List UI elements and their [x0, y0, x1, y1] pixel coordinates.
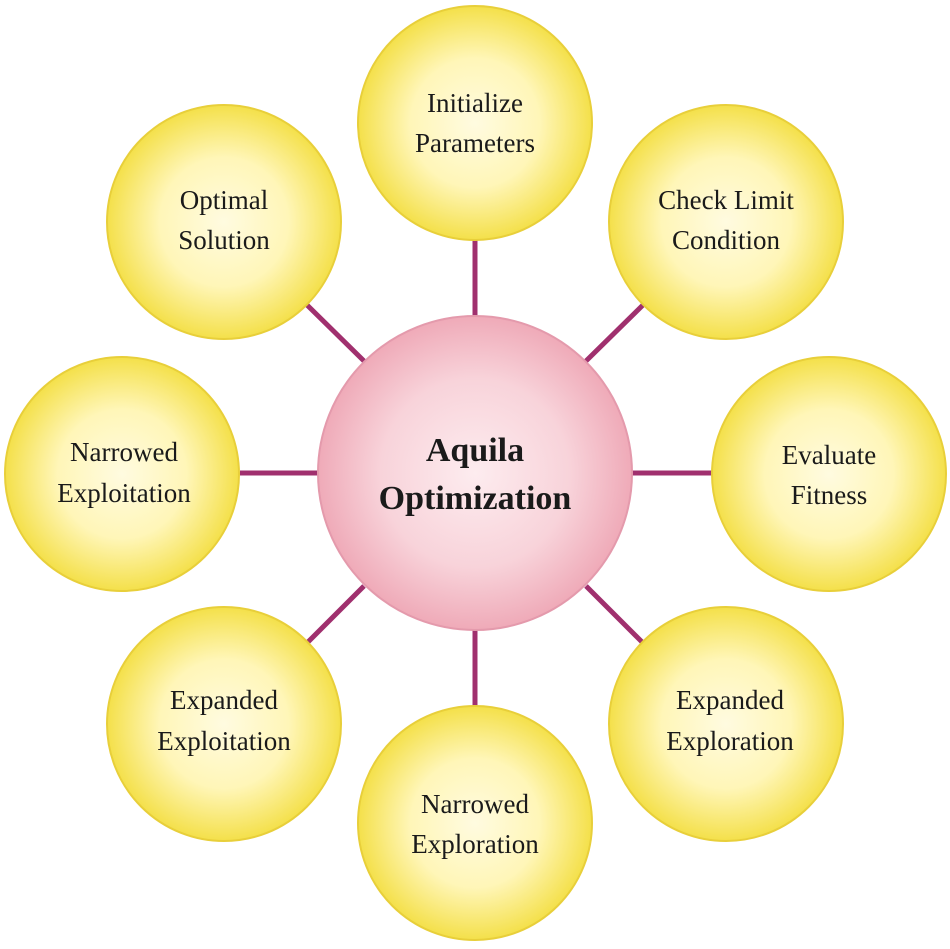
- hub-label-line1: Aquila: [426, 432, 524, 469]
- node-label-line2: Exploitation: [57, 478, 191, 508]
- node-label-line1: Evaluate: [782, 440, 876, 470]
- node-label-line1: Check Limit: [658, 185, 794, 215]
- hub-aquila-optimization: Aquila Optimization: [317, 315, 633, 631]
- node-label-line2: Exploitation: [157, 726, 291, 756]
- node-label-line1: Expanded: [676, 685, 784, 715]
- node-label-line2: Parameters: [415, 128, 535, 158]
- node-expanded-exploitation: Expanded Exploitation: [106, 606, 342, 842]
- connector-expanded-exploitation: [303, 584, 366, 647]
- connectors: [240, 240, 712, 706]
- node-label-line1: Optimal: [180, 185, 269, 215]
- node-optimal-solution: Optimal Solution: [106, 104, 342, 340]
- node-label-line2: Exploration: [411, 829, 539, 859]
- connector-optimal-solution: [303, 301, 366, 363]
- node-expanded-exploration: Expanded Exploration: [608, 606, 844, 842]
- node-label-line2: Fitness: [791, 480, 868, 510]
- node-label-line1: Initialize: [427, 88, 523, 118]
- node-label-line2: Exploration: [666, 726, 794, 756]
- node-label-line2: Solution: [178, 225, 270, 255]
- node-evaluate-fitness: Evaluate Fitness: [711, 356, 947, 592]
- node-label-line2: Condition: [672, 225, 781, 255]
- connector-expanded-exploration: [584, 584, 647, 647]
- node-label-line1: Expanded: [170, 685, 278, 715]
- node-label-line1: Narrowed: [421, 789, 529, 819]
- node-check-limit-condition: Check Limit Condition: [608, 104, 844, 340]
- connector-check-limit-condition: [584, 301, 647, 363]
- node-label-line1: Narrowed: [70, 437, 178, 467]
- node-narrowed-exploitation: Narrowed Exploitation: [4, 356, 240, 592]
- node-narrowed-exploration: Narrowed Exploration: [357, 705, 593, 941]
- hub-label-line2: Optimization: [379, 480, 572, 517]
- node-initialize-parameters: Initialize Parameters: [357, 5, 593, 241]
